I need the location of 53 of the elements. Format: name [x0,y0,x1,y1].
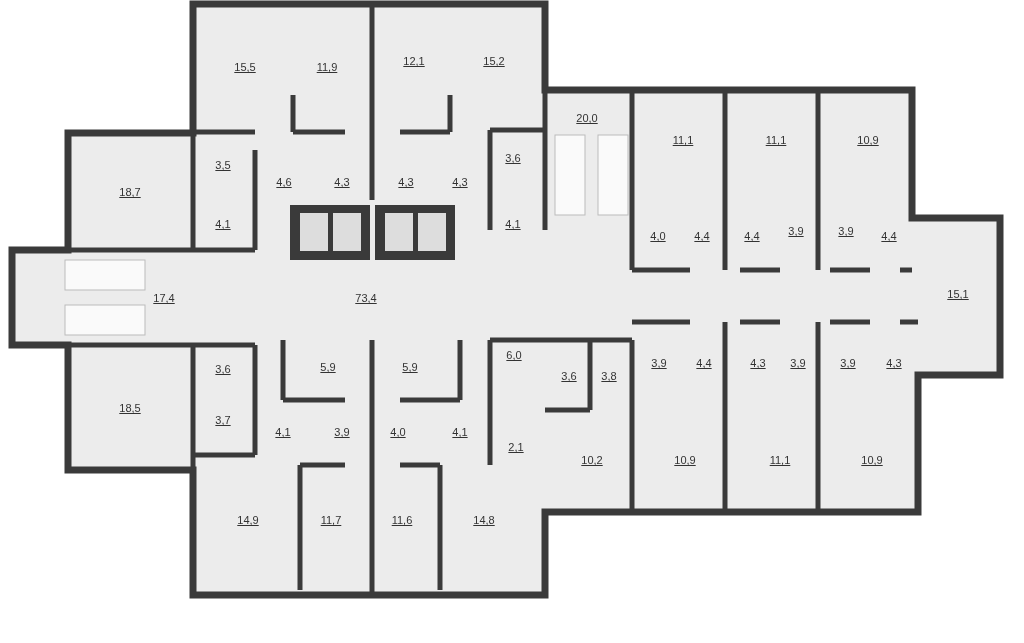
area-label: 14,9 [237,514,259,526]
area-label: 4,4 [881,230,897,242]
area-label: 10,9 [861,454,883,466]
area-label: 11,1 [769,454,791,466]
area-label: 3,9 [790,357,806,369]
area-label: 11,7 [320,514,342,526]
area-label: 3,9 [651,357,667,369]
area-label: 3,9 [334,426,350,438]
area-label: 4,4 [694,230,710,242]
area-label: 15,5 [234,61,256,73]
area-label: 3,9 [838,225,854,237]
area-label: 3,8 [601,370,617,382]
area-label: 5,9 [320,361,336,373]
area-label: 4,3 [398,176,414,188]
area-label: 4,4 [744,230,760,242]
area-label: 4,1 [215,218,231,230]
area-label: 11,9 [316,61,338,73]
area-label: 4,0 [390,426,406,438]
area-label: 4,4 [696,357,712,369]
area-label: 14,8 [473,514,495,526]
area-label: 11,1 [672,134,694,146]
area-label: 3,9 [840,357,856,369]
area-label: 3,6 [215,363,231,375]
area-label: 10,9 [857,134,879,146]
area-label: 4,3 [334,176,350,188]
area-label: 2,1 [508,441,524,453]
area-label: 4,1 [452,426,468,438]
area-label: 4,1 [275,426,291,438]
area-label: 15,1 [947,288,969,300]
area-label: 10,2 [581,454,603,466]
area-label: 73,4 [355,292,377,304]
area-label: 3,5 [215,159,231,171]
area-label: 18,7 [119,186,141,198]
area-label: 4,1 [505,218,521,230]
area-label: 5,9 [402,361,418,373]
area-label: 11,1 [765,134,787,146]
area-label: 4,0 [650,230,666,242]
area-label: 20,0 [576,112,598,124]
area-label: 3,6 [505,152,521,164]
area-label: 4,3 [886,357,902,369]
area-label: 3,7 [215,414,231,426]
area-label: 11,6 [391,514,413,526]
area-label: 17,4 [153,292,175,304]
area-label: 3,9 [788,225,804,237]
area-label: 3,6 [561,370,577,382]
area-label: 18,5 [119,402,141,414]
area-label: 12,1 [403,55,425,67]
area-label: 15,2 [483,55,505,67]
area-label: 10,9 [674,454,696,466]
area-label: 4,3 [452,176,468,188]
area-label: 4,6 [276,176,292,188]
area-label: 4,3 [750,357,766,369]
area-label: 6,0 [506,349,522,361]
